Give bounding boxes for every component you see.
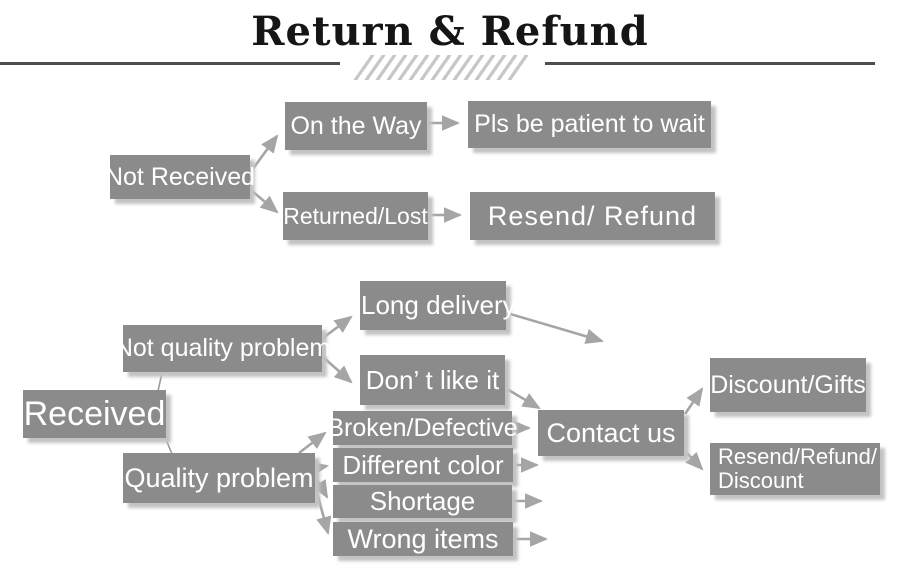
page-title: Return & Refund bbox=[251, 8, 649, 55]
node-pls-be-patient: Pls be patient to wait bbox=[468, 101, 711, 148]
node-not-received: Not Received bbox=[105, 155, 255, 199]
resend-refund-discount-line1: Resend/Refund/ bbox=[718, 444, 877, 470]
node-shortage: Shortage bbox=[333, 485, 512, 518]
node-received: Received bbox=[23, 390, 166, 438]
title-rule-right bbox=[545, 62, 875, 65]
node-dont-like-it: Don’ t like it bbox=[360, 355, 505, 405]
node-discount-gifts: Discount/Gifts bbox=[710, 358, 866, 412]
node-on-the-way: On the Way bbox=[285, 102, 427, 150]
resend-refund-discount-line2: Discount bbox=[718, 468, 804, 493]
node-resend-refund: Resend/ Refund bbox=[470, 192, 715, 240]
node-quality-problem: Quality problem bbox=[123, 453, 315, 503]
node-broken-defective: Broken/Defective bbox=[327, 411, 518, 445]
node-resend-refund-discount: Resend/Refund/ Discount bbox=[710, 443, 880, 495]
hatch-decoration-icon bbox=[353, 55, 533, 80]
node-returned-lost: Returned/Lost bbox=[283, 192, 428, 240]
title-rule-left bbox=[0, 62, 340, 65]
node-contact-us: Contact us bbox=[538, 410, 684, 456]
node-long-delivery: Long delivery bbox=[360, 281, 516, 330]
node-different-color: Different color bbox=[333, 448, 513, 482]
node-not-quality-problem: Not quality problem bbox=[115, 325, 330, 372]
node-wrong-items: Wrong items bbox=[333, 522, 513, 556]
